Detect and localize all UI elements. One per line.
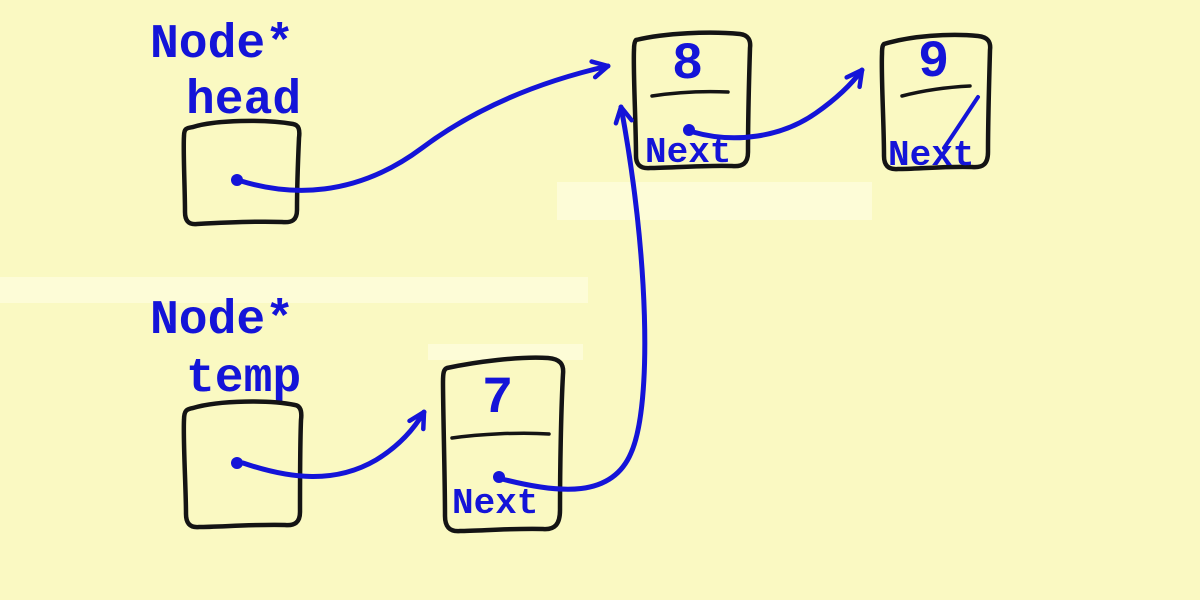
head-pointer-group: Node* head xyxy=(150,18,302,227)
temp-pointer-dot xyxy=(231,457,243,469)
arrow-temp-to-node7 xyxy=(240,409,427,479)
node9-next-label: Next xyxy=(888,135,974,176)
temp-pointer-box xyxy=(181,399,304,530)
node9-value: 9 xyxy=(918,33,949,92)
node7-box xyxy=(440,355,566,534)
highlight-patch xyxy=(0,277,588,303)
node8-divider xyxy=(650,89,730,98)
node8-box xyxy=(631,30,753,171)
node9-null-slash xyxy=(942,95,980,150)
node7-value: 7 xyxy=(482,369,513,428)
temp-pointer-name-label: temp xyxy=(186,352,301,406)
node7-next-label: Next xyxy=(452,483,538,524)
temp-pointer-type-label: Node* xyxy=(150,294,294,348)
node9-box xyxy=(879,32,993,172)
node9-divider xyxy=(900,84,972,98)
node9-group: 9 Next xyxy=(879,32,993,176)
arrow-node8-to-node9 xyxy=(690,67,865,141)
node8-value: 8 xyxy=(672,35,703,94)
node7-divider xyxy=(450,431,551,440)
highlight-patch xyxy=(557,182,872,220)
arrow-head-to-node8 xyxy=(238,59,611,193)
head-pointer-box xyxy=(181,118,302,227)
node7-group: 7 Next xyxy=(440,355,566,534)
arrow-node7-to-node8 xyxy=(499,104,648,492)
temp-pointer-group: Node* temp xyxy=(150,294,304,530)
head-pointer-type-label: Node* xyxy=(150,18,294,72)
